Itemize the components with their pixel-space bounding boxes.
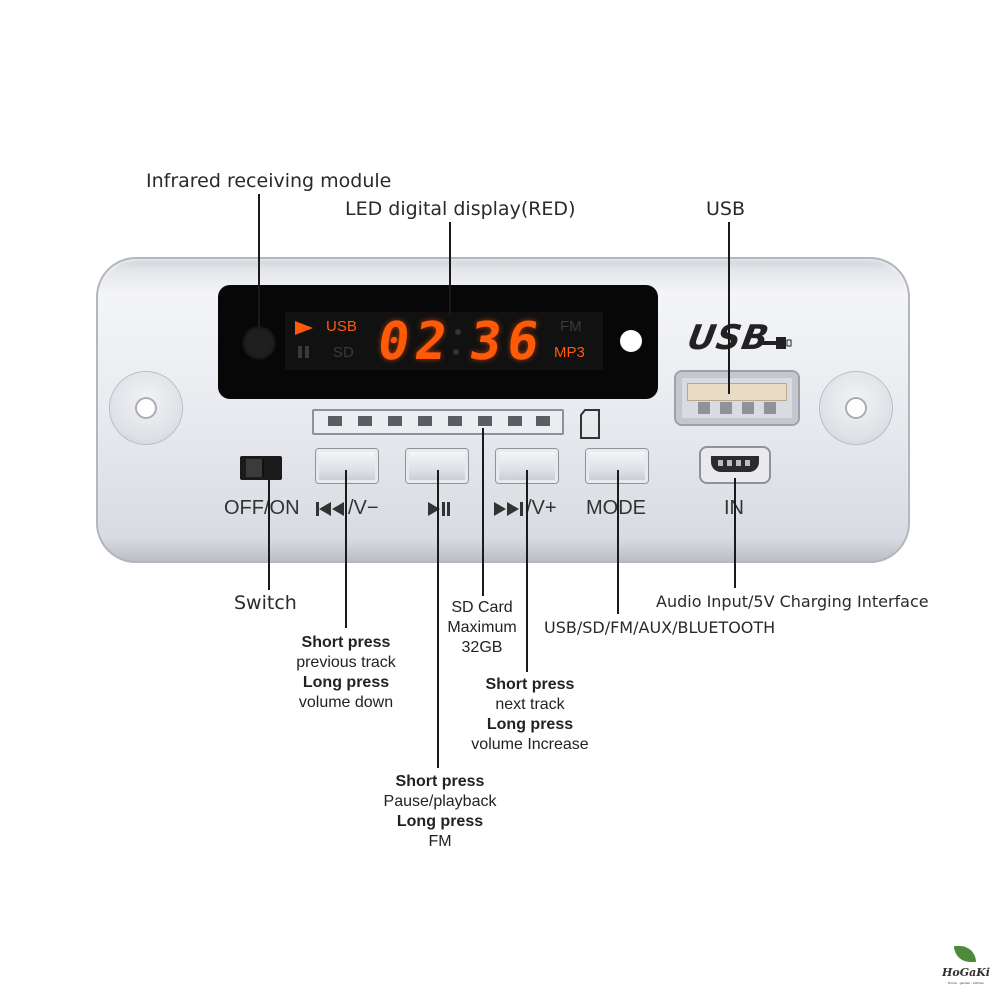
mounting-hole-icon <box>135 397 157 419</box>
next-long-desc: volume Increase <box>471 736 589 753</box>
right-mounting-ear <box>820 372 892 444</box>
play-short-title: Short press <box>395 773 485 790</box>
previous-track-icon <box>316 502 344 516</box>
play-long-desc: FM <box>428 833 452 850</box>
usb-leader-line <box>728 222 730 394</box>
time-seconds: 36 <box>465 312 549 372</box>
play-pause-icon <box>428 502 450 516</box>
next-button-note: Short press next track Long press volume… <box>450 675 610 755</box>
infrared-receiver <box>242 326 276 360</box>
play-long-title: Long press <box>396 813 484 830</box>
led-digit-area <box>285 312 603 370</box>
prev-volume-down-button[interactable] <box>316 449 378 483</box>
next-volume-up-label: /V+ <box>526 497 557 519</box>
prev-long-desc: volume down <box>298 694 394 711</box>
brand-name: HoGaKi <box>942 966 990 979</box>
play-short-desc: Pause/playback <box>383 793 497 810</box>
sd-indicator: SD <box>333 344 354 361</box>
prev-short-desc: previous track <box>296 654 396 671</box>
mode-leader-line <box>617 470 619 614</box>
switch-leader-line <box>268 478 270 590</box>
brand-logo: HoGaKi Home · garden · kitchen <box>940 944 992 990</box>
mp3-indicator: MP3 <box>554 344 585 361</box>
off-on-label: OFF/ON <box>224 497 300 519</box>
next-short-title: Short press <box>485 676 575 693</box>
prev-long-title: Long press <box>302 674 390 691</box>
sd-card-line-1: SD Card <box>451 599 513 616</box>
prev-volume-down-label: /V− <box>348 497 379 519</box>
usb-plug-icon <box>760 337 792 349</box>
play-leader-line <box>437 470 439 768</box>
mode-label: MODE <box>586 497 646 519</box>
infrared-callout-label: Infrared receiving module <box>146 170 392 192</box>
next-track-icon <box>494 502 523 516</box>
play-button-note: Short press Pause/playback Long press FM <box>360 772 520 852</box>
led-display-callout-label: LED digital display(RED) <box>345 198 576 220</box>
in-leader-line <box>734 478 736 588</box>
next-leader-line <box>526 470 528 672</box>
brand-tagline: Home · garden · kitchen <box>947 981 985 985</box>
sd-leader-line <box>482 428 484 596</box>
next-long-title: Long press <box>486 716 574 733</box>
power-switch[interactable] <box>240 456 282 480</box>
usb-indicator: USB <box>326 318 357 335</box>
switch-callout-label: Switch <box>234 592 297 614</box>
mounting-hole-icon <box>845 397 867 419</box>
mode-callout-label: USB/SD/FM/AUX/BLUETOOTH <box>544 618 776 637</box>
prev-short-title: Short press <box>301 634 391 651</box>
mini-usb-in-port[interactable] <box>701 448 769 482</box>
colon-dot-top <box>455 329 461 335</box>
audio-input-callout-label: Audio Input/5V Charging Interface <box>656 592 929 611</box>
next-short-desc: next track <box>495 696 565 713</box>
colon-dot-bottom <box>453 349 459 355</box>
sd-card-slot[interactable] <box>312 409 564 435</box>
leaf-icon <box>954 946 976 962</box>
sd-card-line-3: 32GB <box>461 639 503 656</box>
led-leader-line <box>449 222 451 314</box>
play-indicator-icon <box>295 321 313 335</box>
usb-port[interactable] <box>676 372 798 424</box>
sd-card-line-2: Maximum <box>447 619 517 636</box>
fm-indicator: FM <box>560 318 582 335</box>
pause-indicator-icon <box>298 346 309 358</box>
usb-callout-label: USB <box>706 198 746 220</box>
infrared-leader-line <box>258 194 260 328</box>
time-minutes: 02 <box>373 312 457 372</box>
prev-button-note: Short press previous track Long press vo… <box>266 633 426 713</box>
sd-card-icon <box>580 409 600 439</box>
indicator-light <box>620 330 642 352</box>
prev-leader-line <box>345 470 347 628</box>
left-mounting-ear <box>110 372 182 444</box>
sd-card-callout: SD Card Maximum 32GB <box>432 598 532 658</box>
